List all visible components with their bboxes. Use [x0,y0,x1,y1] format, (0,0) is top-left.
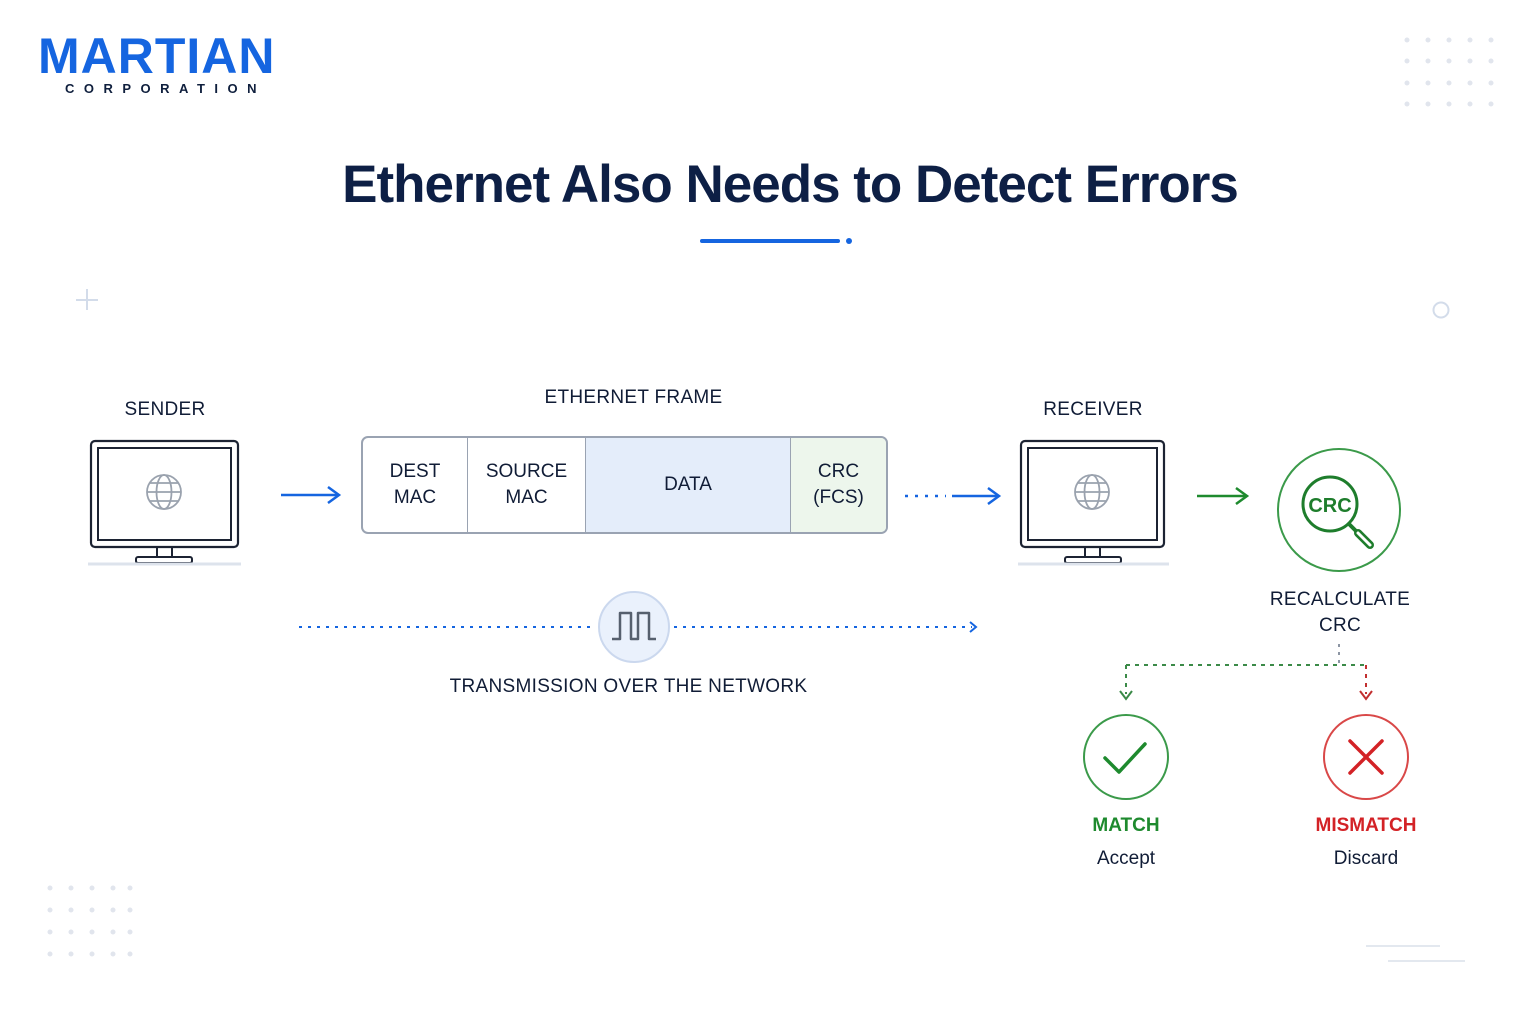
match-label: MATCH [1092,815,1160,836]
frame-field-source-mac: SOURCE MAC [467,438,585,532]
recalculate-label: RECALCULATE CRC [1269,589,1411,636]
arrow-right-icon [281,485,342,505]
sender-label: SENDER [124,399,206,420]
crc-magnifier-icon: CRC [1277,448,1401,572]
brand-logo: MARTIAN [38,28,276,84]
frame-field-data: DATA [585,438,790,532]
title-underline [700,238,852,244]
branch-lines [1119,644,1373,701]
dot-grid-top-right [1404,37,1494,107]
arrow-right-green-icon [1197,486,1250,506]
square-wave-icon [598,591,670,663]
checkmark-icon [1083,714,1169,800]
lines-decoration [1366,945,1465,962]
cross-icon [1323,714,1409,800]
globe-icon [1074,474,1110,510]
sender-monitor-icon [88,439,241,566]
globe-icon [146,474,182,510]
crc-badge-text: CRC [1308,495,1351,517]
mismatch-label: MISMATCH [1315,815,1417,836]
frame-label: ETHERNET FRAME [544,387,723,408]
transmission-line [299,591,978,663]
receiver-monitor-icon [1018,439,1169,566]
dot-grid-bottom-left [47,885,133,957]
dotted-arrow-icon [905,486,1002,506]
frame-field-crc: CRC (FCS) [790,438,886,532]
receiver-label: RECEIVER [1043,399,1143,420]
plus-decoration [76,289,98,310]
match-action: Accept [1096,848,1156,869]
ethernet-frame: DEST MAC SOURCE MAC DATA CRC (FCS) [361,436,888,534]
page-title: Ethernet Also Needs to Detect Errors [342,155,1239,214]
brand-subtitle: CORPORATION [65,81,267,96]
transmission-label: TRANSMISSION OVER THE NETWORK [449,676,808,697]
mismatch-action: Discard [1333,848,1399,869]
circle-decoration [1432,301,1450,319]
frame-field-dest-mac: DEST MAC [389,461,441,508]
